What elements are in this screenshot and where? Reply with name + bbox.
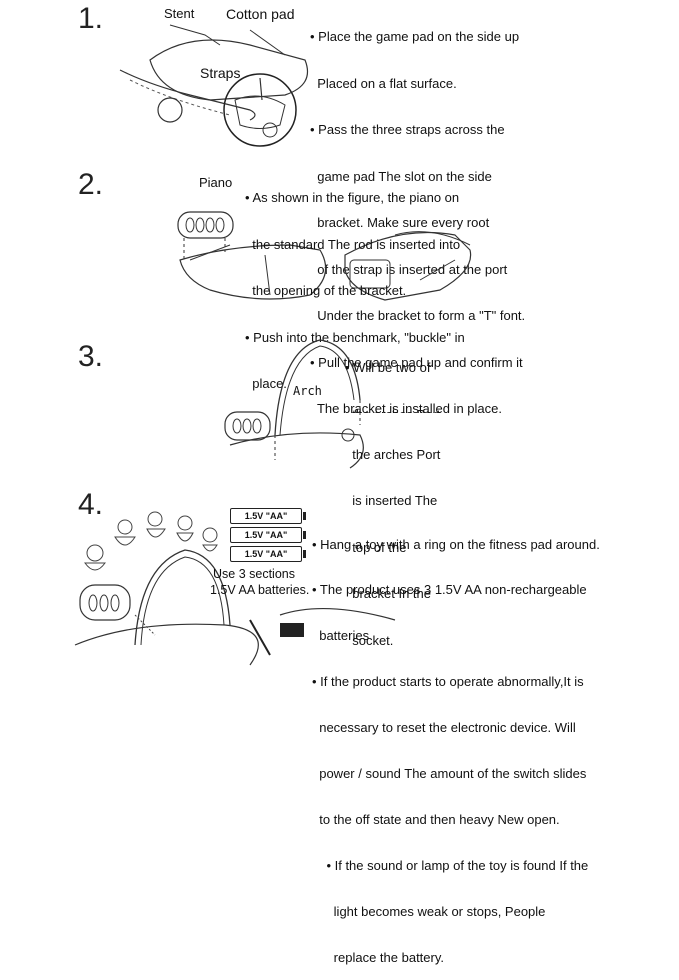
- battery-caption-line-2: 1.5V AA batteries.: [210, 583, 310, 597]
- step-2-line: place.: [245, 376, 287, 391]
- battery-3: 1.5V "AA": [230, 546, 306, 562]
- label-piano: Piano: [199, 175, 233, 190]
- step-3-illustration: [220, 330, 380, 470]
- step-2-illustration: [170, 190, 490, 310]
- label-cotton-pad: Cotton pad: [226, 6, 295, 22]
- step-2-line: the opening of the bracket.: [245, 283, 407, 298]
- step-4-line: • The product uses 3 1.5V AA non-recharg…: [312, 582, 587, 598]
- step-number-2: 2.: [78, 168, 104, 201]
- step-3-line: the arches Port: [345, 446, 441, 462]
- step-4-line: replace the battery.: [312, 949, 444, 965]
- step-2-line: • Push into the benchmark, "buckle" in: [245, 329, 465, 345]
- step-1-line: • Pull the game pad up and confirm it: [310, 354, 523, 370]
- step-1-line: Placed on a flat surface.: [310, 75, 457, 91]
- step-2-text: • As shown in the figure, the piano on t…: [245, 159, 465, 407]
- step-2-line: • As shown in the figure, the piano on: [245, 190, 460, 205]
- step-1-line: bracket. Make sure every root: [310, 215, 490, 230]
- step-4-line: • If the product starts to operate abnor…: [312, 674, 584, 690]
- step-3-line: top of the: [345, 539, 407, 555]
- label-stent: Stent: [164, 6, 195, 21]
- step-4-line: power / sound The amount of the switch s…: [312, 766, 587, 782]
- step-number-4: 4.: [78, 488, 104, 521]
- step-2-line: the standard The rod is inserted into: [245, 236, 461, 252]
- step-number-3: 3.: [78, 340, 104, 373]
- step-number-1: 1.: [78, 2, 104, 35]
- step-3-line-cut: the arches Port: [345, 407, 440, 413]
- step-4-line: batteries: [312, 628, 370, 644]
- step-1-illustration: [110, 0, 320, 165]
- step-4-line: necessary to reset the electronic device…: [312, 720, 576, 736]
- step-3-line: • Will be two of: [345, 360, 431, 375]
- step-1-text: • Place the game pad on the side up Plac…: [310, 0, 525, 432]
- label-cut-top: instructions: [248, 0, 304, 2]
- battery-caption-line-1: Use 3 sections: [213, 567, 295, 581]
- step-3-line: socket.: [345, 632, 394, 648]
- label-arch: Arch: [293, 384, 322, 398]
- step-1-line: game pad The slot on the side: [310, 168, 492, 184]
- step-1-line: • Place the game pad on the side up: [310, 29, 520, 44]
- step-3-line: is inserted The: [345, 493, 438, 508]
- step-1-line: The bracket is installed in place.: [310, 401, 502, 416]
- step-3-line: bracket In the: [345, 586, 431, 601]
- step-4-line: • Hang a toy with a ring on the fitness …: [312, 536, 600, 552]
- step-1-line: • Pass the three straps across the: [310, 122, 505, 137]
- step-1-line: Under the bracket to form a "T" font.: [310, 308, 526, 323]
- battery-2: 1.5V "AA": [230, 527, 306, 543]
- battery-1: 1.5V "AA": [230, 508, 306, 524]
- label-straps: Straps: [200, 65, 241, 81]
- step-4-line: light becomes weak or stops, People: [312, 903, 546, 919]
- step-4-line: • If the sound or lamp of the toy is fou…: [312, 857, 589, 873]
- step-4-illustration: [74, 505, 396, 675]
- step-4-line: to the off state and then heavy New open…: [312, 811, 560, 827]
- step-3-text: • Will be two of the arches Port the arc…: [345, 329, 440, 664]
- step-4-text: • Hang a toy with a ring on the fitness …: [312, 506, 600, 980]
